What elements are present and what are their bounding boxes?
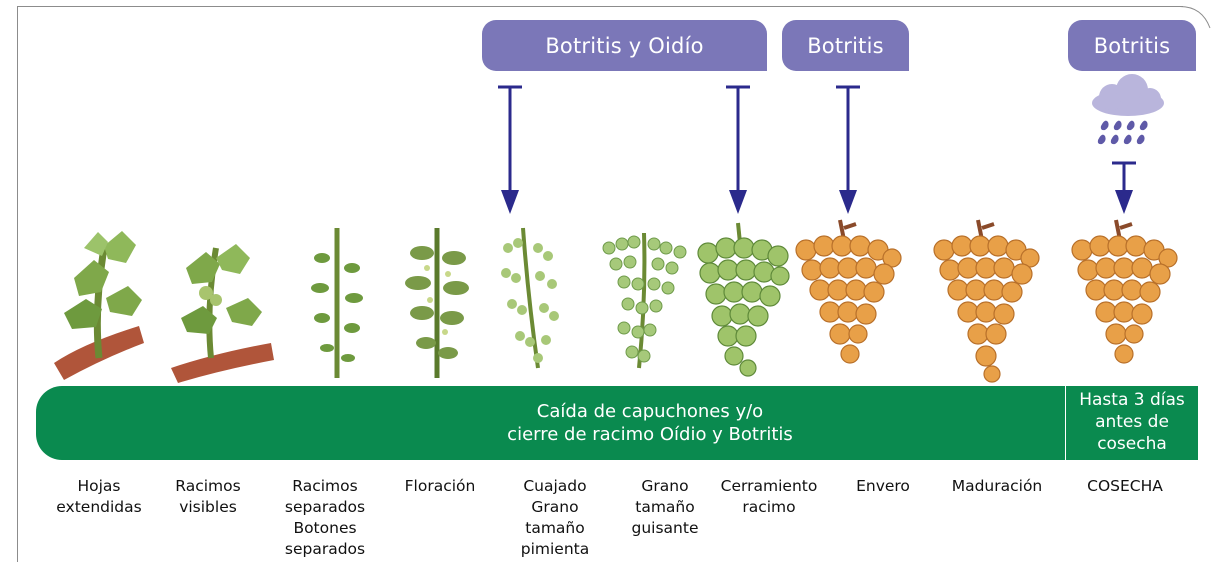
disease-tab-botritis-oidio: Botritis y Oidío <box>482 20 767 71</box>
frame-left-border <box>17 6 18 562</box>
veraison-bunch-icon <box>795 219 902 364</box>
pea-size-cluster-icon <box>602 232 687 369</box>
band-harvest-line-2: antes de <box>1095 412 1169 432</box>
disease-tab-botritis-harvest: Botritis <box>1068 20 1196 71</box>
band-harvest-line-1: Hasta 3 días <box>1079 390 1185 410</box>
flowering-cluster-icon <box>405 228 469 378</box>
frame-top-border <box>18 6 1183 7</box>
treatment-arrow-bunch-closure <box>726 85 750 214</box>
band-divider <box>1065 386 1066 460</box>
rain-cloud-icon <box>1092 74 1164 145</box>
treatment-arrow-veraison <box>836 85 860 214</box>
stage-label-racimos-separados: Racimos separados Botones separados <box>284 477 366 558</box>
stage-label-envero: Envero <box>856 477 910 495</box>
visible-cluster-icon <box>171 244 274 383</box>
band-main-text: Caída de capuchones y/o cierre de racimo… <box>300 400 1000 446</box>
stage-label-cuajado: Cuajado Grano tamaño pimienta <box>520 477 590 558</box>
stage-label-cosecha: COSECHA <box>1087 477 1163 495</box>
disease-tab-botritis-closure: Botritis <box>782 20 909 71</box>
band-harvest-text: Hasta 3 días antes de cosecha <box>1066 389 1198 455</box>
stage-label-cerramiento: Cerramiento racimo <box>720 477 818 516</box>
stage-label-grano-guisante: Grano tamaño guisante <box>631 477 699 537</box>
treatment-arrow-fruit-set <box>498 85 522 214</box>
stage-label-hojas: Hojas extendidas <box>56 477 142 516</box>
treatment-period-band <box>36 386 1198 460</box>
stage-label-racimos-visibles: Racimos visibles <box>175 477 241 516</box>
green-bunch-icon <box>697 222 790 377</box>
separated-buds-icon <box>311 228 363 378</box>
leaf-shoot-icon <box>54 231 144 380</box>
frame-corner-curve <box>1180 6 1211 29</box>
stage-label-floracion: Floración <box>404 477 476 495</box>
ripening-bunch-icon <box>933 219 1040 383</box>
band-main-line-1: Caída de capuchones y/o <box>536 401 764 422</box>
treatment-arrow-harvest <box>1112 161 1136 214</box>
band-main-line-2: cierre de racimo Oídio y Botritis <box>507 424 793 445</box>
stage-label-maduracion: Maduración <box>951 477 1043 495</box>
band-harvest-line-3: cosecha <box>1097 434 1167 454</box>
fruit-set-cluster-icon <box>501 227 559 369</box>
harvest-bunch-icon <box>1071 219 1178 364</box>
